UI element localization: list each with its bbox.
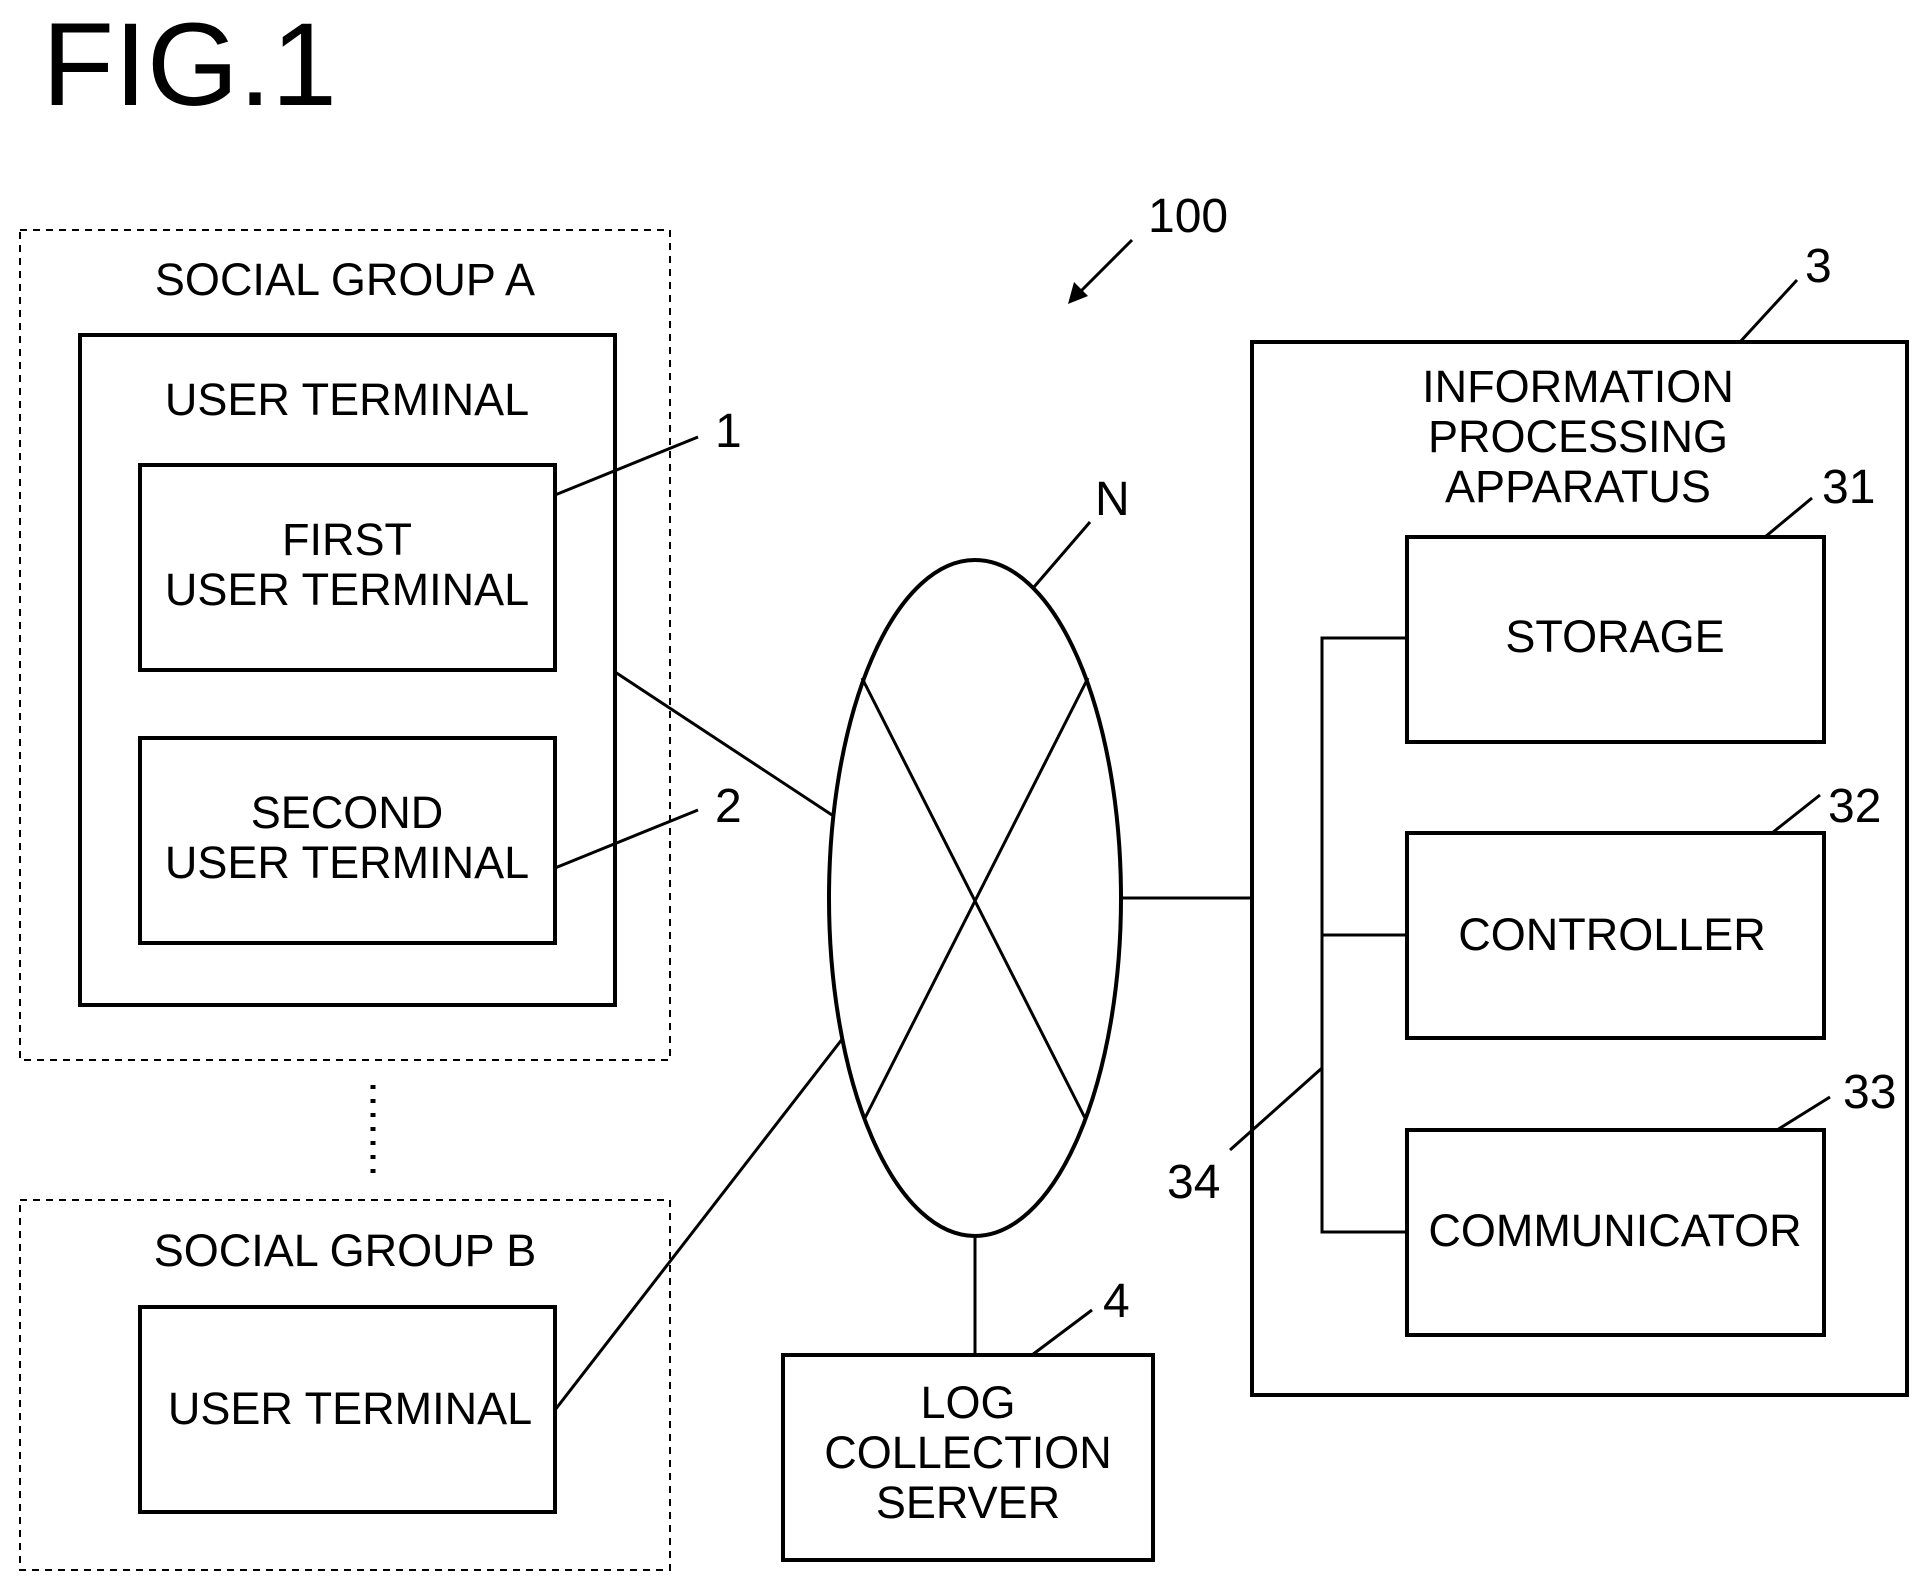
first-user-terminal-ref: 1 <box>715 405 742 458</box>
system-ref-label: 100 <box>1148 190 1228 243</box>
apparatus-leader <box>1740 280 1797 342</box>
communicator-ref: 33 <box>1843 1066 1896 1119</box>
second-user-terminal-line1: SECOND <box>251 787 444 838</box>
controller-ref: 32 <box>1828 780 1881 833</box>
system-ref-arrow-shaft <box>1077 240 1132 295</box>
bus-ref: 34 <box>1167 1156 1220 1209</box>
network-ref: N <box>1095 473 1130 526</box>
second-user-terminal-ref: 2 <box>715 780 742 833</box>
log-server-leader <box>1032 1310 1092 1355</box>
first-user-terminal-line1: FIRST <box>282 514 412 565</box>
first-user-terminal-line2: USER TERMINAL <box>165 564 529 615</box>
user-terminal-label-a: USER TERMINAL <box>165 374 529 425</box>
user-terminal-label-b: USER TERMINAL <box>168 1383 532 1434</box>
apparatus-label-line1: INFORMATION <box>1422 361 1734 412</box>
apparatus-label-line2: PROCESSING <box>1428 411 1728 462</box>
log-server-line3: SERVER <box>876 1477 1060 1528</box>
storage-ref: 31 <box>1822 461 1875 514</box>
network-leader <box>1034 522 1090 587</box>
social-group-b-label: SOCIAL GROUP B <box>154 1225 537 1276</box>
communicator-label: COMMUNICATOR <box>1428 1205 1801 1256</box>
apparatus-ref: 3 <box>1805 240 1832 293</box>
log-server-line1: LOG <box>920 1377 1015 1428</box>
second-user-terminal-line2: USER TERMINAL <box>165 837 529 888</box>
figure-title: FIG.1 <box>42 0 337 131</box>
controller-label: CONTROLLER <box>1458 909 1766 960</box>
storage-label: STORAGE <box>1505 611 1724 662</box>
apparatus-label-line3: APPARATUS <box>1445 461 1711 512</box>
log-server-ref: 4 <box>1103 1275 1130 1328</box>
social-group-a-label: SOCIAL GROUP A <box>155 254 535 305</box>
log-server-line2: COLLECTION <box>824 1427 1112 1478</box>
